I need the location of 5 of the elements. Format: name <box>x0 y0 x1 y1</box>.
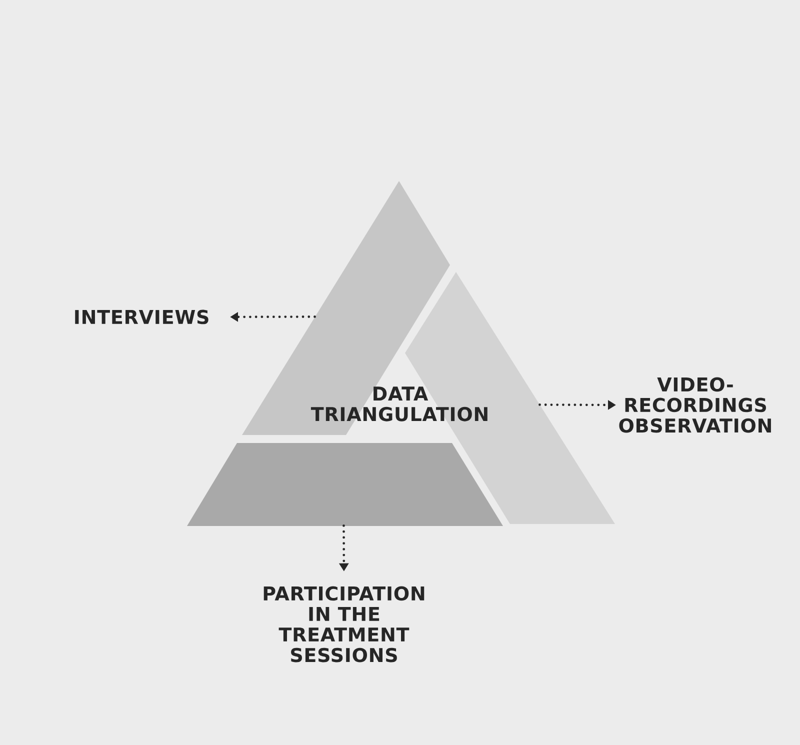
text-label: VIDEO- RECORDINGS OBSERVATION <box>619 377 771 433</box>
center-label: DATA TRIANGULATION <box>310 386 488 422</box>
triangle-segment <box>187 443 503 526</box>
text-label: INTERVIEWS <box>75 310 208 324</box>
text-label: PARTICIPATION IN THE TREATMENT SESSIONS <box>264 586 424 662</box>
